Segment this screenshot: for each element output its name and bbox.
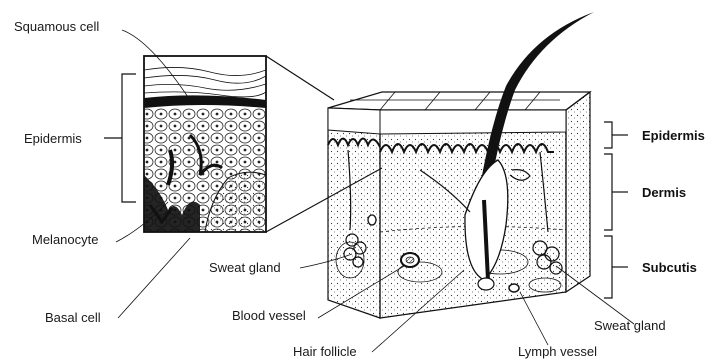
label-blood-vessel: Blood vessel [232, 308, 306, 323]
label-sweat-gland-right: Sweat gland [594, 318, 666, 333]
inset-connector-top [266, 56, 334, 100]
label-epidermis-right: Epidermis [642, 128, 705, 143]
label-lymph-vessel: Lymph vessel [518, 344, 597, 359]
epidermis-inset [144, 56, 266, 232]
label-melanocyte: Melanocyte [32, 232, 98, 247]
label-dermis: Dermis [642, 185, 686, 200]
label-epidermis-left: Epidermis [24, 131, 82, 146]
layer-brackets [604, 122, 628, 298]
skin-block [328, 92, 590, 318]
epidermis-left-bracket [122, 74, 136, 202]
label-subcutis: Subcutis [642, 260, 697, 275]
label-hair-follicle: Hair follicle [293, 344, 357, 359]
lymph-vessel-drawing [509, 284, 519, 292]
label-basal-cell: Basal cell [45, 310, 101, 325]
label-sweat-gland-left: Sweat gland [209, 260, 281, 275]
label-squamous-cell: Squamous cell [14, 19, 99, 34]
